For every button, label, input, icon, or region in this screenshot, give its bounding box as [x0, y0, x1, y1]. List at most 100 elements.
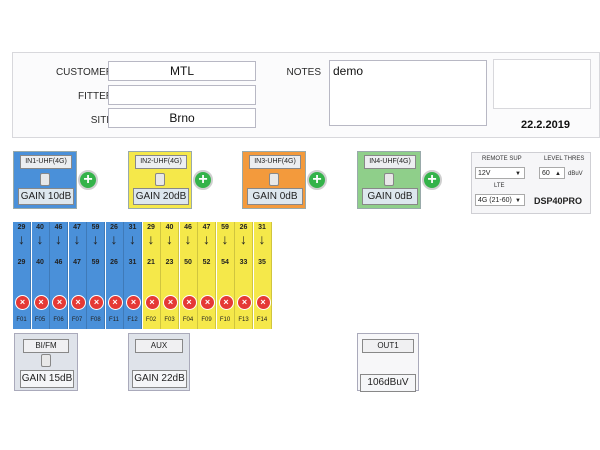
arrow-down-icon: ↓	[203, 231, 210, 247]
filter-output-channel: 33	[239, 259, 248, 266]
input-gain-button[interactable]: GAIN 10dB	[18, 188, 74, 205]
filter-name: F07	[71, 317, 83, 323]
filter-name: F11	[109, 317, 119, 323]
close-icon[interactable]: ×	[15, 295, 30, 310]
close-icon[interactable]: ×	[218, 295, 234, 310]
close-icon[interactable]: ×	[126, 295, 141, 310]
arrow-down-icon: ↓	[147, 231, 155, 247]
filter-input-channel: 26	[110, 224, 118, 231]
arrow-down-icon: ↓	[240, 231, 247, 247]
filter-name: F10	[219, 317, 231, 323]
toggle-switch-icon[interactable]	[41, 354, 51, 367]
filter-name: F06	[53, 317, 64, 323]
arrow-down-icon: ↓	[92, 231, 99, 247]
close-icon[interactable]: ×	[52, 295, 67, 310]
chevron-down-icon: ▼	[515, 171, 521, 177]
output-panel-aux: AUX GAIN 22dB	[128, 333, 190, 391]
input-title: IN1-UHF(4G)	[20, 155, 72, 169]
notes-label: NOTES	[286, 67, 321, 78]
filter-column-9[interactable]: 46↓50×F04	[179, 222, 198, 329]
plus-icon[interactable]: +	[307, 170, 327, 190]
filter-column-2[interactable]: 46↓46×F06	[50, 222, 68, 329]
level-thres-label: LEVEL THRES	[544, 156, 585, 162]
toggle-switch-icon[interactable]	[269, 173, 279, 186]
filter-column-3[interactable]: 47↓47×F07	[68, 222, 87, 329]
input-title: IN3-UHF(4G)	[249, 155, 301, 169]
output-title: AUX	[135, 339, 183, 353]
filter-input-channel: 29	[147, 224, 155, 231]
filter-column-6[interactable]: 31↓31×F12	[124, 222, 142, 329]
close-icon[interactable]: ×	[89, 295, 104, 310]
filter-input-channel: 31	[258, 224, 266, 231]
plus-icon[interactable]: +	[422, 170, 442, 190]
output-panel-bifm: BI/FM GAIN 15dB	[14, 333, 78, 391]
filter-output-channel: 54	[221, 259, 229, 266]
filter-column-12[interactable]: 26↓33×F13	[235, 222, 253, 329]
toggle-switch-icon[interactable]	[384, 173, 394, 186]
toggle-switch-icon[interactable]	[155, 173, 165, 186]
close-icon[interactable]: ×	[33, 295, 49, 310]
close-icon[interactable]: ×	[200, 295, 215, 310]
output-panel-out1: OUT1 106dBuV	[357, 333, 419, 392]
close-icon[interactable]: ×	[163, 295, 178, 310]
arrow-down-icon: ↓	[166, 231, 173, 247]
filter-column-13[interactable]: 31↓35×F14	[253, 222, 272, 329]
close-icon[interactable]: ×	[181, 295, 197, 310]
output-title: BI/FM	[23, 339, 69, 353]
close-icon[interactable]: ×	[255, 295, 271, 310]
remote-sup-select[interactable]: 12V ▼	[475, 167, 525, 179]
filter-column-5[interactable]: 26↓26×F11	[105, 222, 124, 329]
arrow-down-icon: ↓	[73, 231, 81, 247]
filter-name: F02	[145, 317, 157, 323]
customer-field[interactable]: MTL	[108, 61, 256, 81]
input-gain-button[interactable]: GAIN 20dB	[133, 188, 189, 205]
filter-output-channel: 29	[17, 259, 26, 266]
input-panel-4: IN4-UHF(4G) GAIN 0dB	[357, 151, 421, 209]
filter-name: F09	[201, 317, 212, 323]
filter-output-channel: 46	[54, 259, 63, 266]
level-thres-value: 60	[542, 170, 550, 177]
filter-column-7[interactable]: 29↓21×F02	[142, 222, 161, 329]
arrow-down-icon: ↓	[184, 231, 192, 247]
filter-column-1[interactable]: 40↓40×F05	[31, 222, 50, 329]
close-icon[interactable]: ×	[107, 295, 123, 310]
input-gain-button[interactable]: GAIN 0dB	[362, 188, 418, 205]
fitter-field[interactable]	[108, 85, 256, 105]
date-box	[493, 59, 591, 109]
level-unit: dBuV	[568, 171, 583, 177]
input-title: IN2-UHF(4G)	[135, 155, 187, 169]
stepper-icon[interactable]: ▲	[555, 171, 561, 177]
filter-name: F04	[182, 317, 194, 323]
level-thres-input[interactable]: 60 ▲	[539, 167, 565, 179]
notes-field[interactable]: demo	[329, 60, 487, 126]
toggle-switch-icon[interactable]	[40, 173, 50, 186]
filter-column-10[interactable]: 47↓52×F09	[198, 222, 216, 329]
output-level: 106dBuV	[360, 374, 416, 392]
model-label: DSP40PRO	[534, 196, 583, 206]
filter-column-4[interactable]: 59↓59×F08	[87, 222, 105, 329]
output-gain-button[interactable]: GAIN 22dB	[132, 370, 187, 388]
input-title: IN4-UHF(4G)	[364, 155, 416, 169]
header-panel: CUSTOMER MTL FITTER SITE Brno NOTES demo…	[12, 52, 600, 138]
close-icon[interactable]: ×	[70, 295, 86, 310]
filter-column-0[interactable]: 29↓29×F01	[13, 222, 31, 329]
filter-column-11[interactable]: 59↓54×F10	[216, 222, 235, 329]
close-icon[interactable]: ×	[144, 295, 160, 310]
filter-output-channel: 52	[202, 259, 211, 266]
input-gain-button[interactable]: GAIN 0dB	[247, 188, 303, 205]
output-gain-button[interactable]: GAIN 15dB	[20, 370, 74, 388]
chevron-down-icon: ▼	[515, 198, 521, 204]
date-text: 22.2.2019	[521, 119, 570, 131]
filter-output-channel: 59	[91, 259, 100, 266]
control-box: REMOTE SUP 12V ▼ LEVEL THRES 60 ▲ dBuV L…	[471, 152, 591, 214]
close-icon[interactable]: ×	[237, 295, 252, 310]
filter-column-8[interactable]: 40↓23×F03	[161, 222, 179, 329]
plus-icon[interactable]: +	[193, 170, 213, 190]
lte-select[interactable]: 4G (21-60) ▼	[475, 194, 525, 206]
plus-icon[interactable]: +	[78, 170, 98, 190]
filter-input-channel: 40	[165, 224, 174, 231]
site-field[interactable]: Brno	[108, 108, 256, 128]
filter-output-channel: 35	[258, 259, 266, 266]
filter-name: F01	[16, 317, 27, 323]
